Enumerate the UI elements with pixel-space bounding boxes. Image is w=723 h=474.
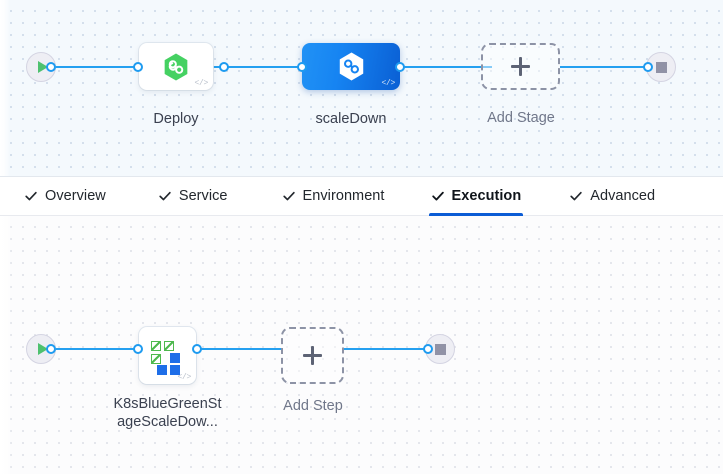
tab-advanced[interactable]: Advanced: [567, 176, 657, 215]
step-node-k8sbluegreenstagescaledown[interactable]: </>: [139, 327, 196, 384]
step-node-label-line2: ageScaleDow...: [117, 414, 218, 430]
tab-service[interactable]: Service: [156, 176, 230, 215]
stage-node-deploy-in-port[interactable]: [133, 62, 143, 72]
stage-config-tabs: Overview Service Environment Execution A: [0, 176, 723, 216]
step-link-start-k8s: [50, 348, 155, 350]
stage-node-scaledown-in-port[interactable]: [297, 62, 307, 72]
check-icon: [25, 191, 37, 200]
stage-node-scaledown-out-port[interactable]: [395, 62, 405, 72]
tab-advanced-label: Advanced: [590, 187, 656, 204]
stage-link-add-end: [560, 66, 658, 68]
check-icon: [431, 191, 444, 201]
tab-overview[interactable]: Overview: [22, 176, 108, 215]
stage-graph-canvas[interactable]: </> Deploy </> scaleDown Add Stage: [0, 0, 723, 176]
k8s-bluegreen-icon: [150, 340, 185, 375]
play-icon: [37, 61, 48, 73]
stage-link-scaledown-add: [392, 66, 492, 68]
plus-icon: [303, 346, 322, 365]
check-icon: [159, 191, 171, 200]
plus-icon: [511, 57, 530, 76]
stage-start-port[interactable]: [46, 62, 56, 72]
stage-end-port[interactable]: [643, 62, 653, 72]
stop-icon: [434, 343, 446, 355]
add-stage-label: Add Stage: [487, 110, 555, 126]
tab-execution-label: Execution: [451, 187, 522, 204]
stage-node-scaledown[interactable]: </>: [302, 43, 400, 90]
tab-overview-label: Overview: [45, 187, 106, 204]
stop-icon: [655, 61, 667, 73]
stage-node-deploy[interactable]: </>: [139, 43, 213, 90]
step-link-add-end: [344, 348, 432, 350]
check-icon: [282, 191, 295, 200]
add-stage-button[interactable]: [481, 43, 560, 90]
step-node-out-port[interactable]: [192, 344, 202, 354]
stage-link-deploy-scaledown: [200, 66, 310, 68]
add-step-button[interactable]: [281, 327, 344, 384]
stage-node-scaledown-code-icon[interactable]: </>: [381, 79, 395, 88]
stage-node-deploy-label: Deploy: [153, 111, 199, 127]
tab-execution[interactable]: Execution: [428, 176, 524, 216]
check-icon: [570, 191, 582, 200]
stage-node-scaledown-label: scaleDown: [315, 111, 387, 127]
tab-service-label: Service: [178, 187, 228, 204]
execution-step-canvas[interactable]: </> K8sBlueGreenSt ageScaleDow... Add St…: [0, 216, 723, 474]
play-icon: [37, 343, 48, 355]
add-step-label: Add Step: [283, 398, 343, 414]
stage-node-deploy-out-port[interactable]: [219, 62, 229, 72]
step-node-label: K8sBlueGreenSt ageScaleDow...: [100, 395, 235, 431]
tab-environment-label: Environment: [302, 187, 385, 204]
step-node-label-line1: K8sBlueGreenSt: [113, 396, 222, 412]
tab-environment[interactable]: Environment: [280, 176, 387, 215]
harness-hexagon-white-icon: [339, 52, 363, 81]
stage-link-start-deploy: [50, 66, 152, 68]
step-end-port[interactable]: [423, 344, 433, 354]
harness-hexagon-green-icon: [164, 53, 188, 80]
stage-node-deploy-code-icon[interactable]: </>: [194, 79, 208, 88]
step-node-code-icon[interactable]: </>: [177, 373, 191, 382]
step-link-k8s-add: [197, 348, 282, 350]
step-node-in-port[interactable]: [133, 344, 143, 354]
step-start-port[interactable]: [46, 344, 56, 354]
